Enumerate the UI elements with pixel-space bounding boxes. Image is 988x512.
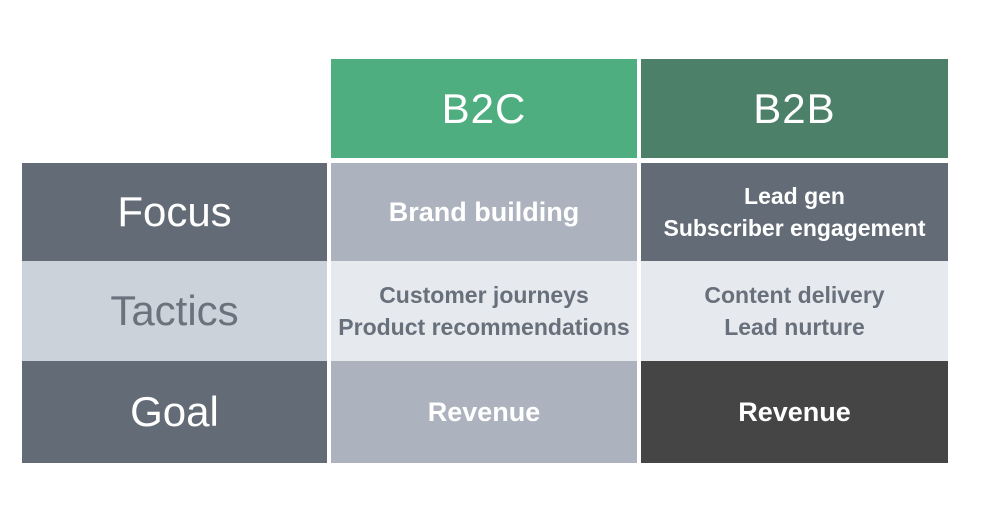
cell-focus-b2c: Brand building — [331, 163, 637, 261]
cell-focus-b2b: Lead gen Subscriber engagement — [641, 163, 948, 261]
column-header-b2b: B2B — [641, 59, 948, 158]
row-header-tactics: Tactics — [22, 261, 327, 361]
column-header-b2c: B2C — [331, 59, 637, 158]
cell-goal-b2c: Revenue — [331, 361, 637, 463]
cell-tactics-b2b: Content delivery Lead nurture — [641, 261, 948, 361]
row-header-goal: Goal — [22, 361, 327, 463]
b2c-b2b-comparison-table: B2C B2B Focus Brand building Lead gen Su… — [22, 59, 948, 463]
row-header-focus: Focus — [22, 163, 327, 261]
cell-goal-b2b: Revenue — [641, 361, 948, 463]
cell-tactics-b2c: Customer journeys Product recommendation… — [331, 261, 637, 361]
